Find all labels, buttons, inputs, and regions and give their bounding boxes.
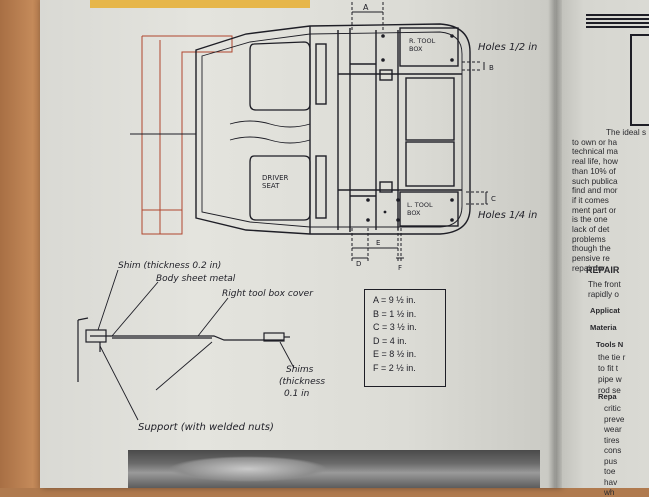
- body-sheet-metal-label: Body sheet metal: [156, 274, 236, 284]
- repai-line-6: toe: [604, 467, 616, 476]
- leader-lines: [97, 269, 295, 421]
- tools-line-0: the tie r: [598, 353, 626, 362]
- legend-row-e: E = 8 ½ in.: [373, 349, 417, 359]
- legend-row-c: C = 3 ½ in.: [373, 322, 417, 332]
- tools-label: Tools N: [596, 340, 624, 349]
- material-label: Materia: [590, 323, 617, 332]
- para-line-0: The ideal s: [606, 128, 647, 137]
- seats: [229, 41, 311, 221]
- tools-line-2: pipe w: [598, 375, 622, 384]
- shim-label: Shim (thickness 0.2 in): [118, 261, 221, 271]
- dimension-legend-box: A = 9 ½ in. B = 1 ½ in. C = 3 ½ in. D = …: [364, 289, 446, 387]
- legend-row-d: D = 4 in.: [373, 335, 407, 346]
- r-tool-box-line-2: BOX: [409, 45, 423, 53]
- right-page-header-bar: [586, 14, 649, 30]
- yellow-header-strip: [90, 0, 310, 8]
- right-page: [556, 0, 649, 488]
- repair-heading: REPAIR: [586, 265, 620, 275]
- dim-c-label: C: [491, 195, 496, 203]
- support-label: Support (with welded nuts): [138, 422, 274, 433]
- para-line-9: is the one: [572, 215, 608, 225]
- para-line-6: find and mor: [572, 186, 618, 196]
- legend-row-a: A = 9 ½ in.: [373, 295, 416, 305]
- para-line-10: lack of det: [572, 225, 610, 234]
- repai-line-3: tires: [604, 435, 620, 445]
- shims-label-3: 0.1 in: [284, 389, 310, 399]
- para-line-11: problems: [572, 234, 606, 244]
- para-line-14: repair for: [572, 263, 605, 273]
- repai-line-5: pus: [604, 456, 618, 466]
- shims-label-2: (thickness: [279, 377, 325, 387]
- para-line-8: ment part or: [572, 205, 617, 215]
- page-fold: [548, 0, 562, 488]
- driver-seat-line: DRIVER: [262, 174, 289, 182]
- bolt-holes: [366, 34, 454, 222]
- left-page: [40, 0, 560, 488]
- para-line-13: pensive re: [572, 254, 610, 264]
- repai-label: Repa: [598, 392, 617, 401]
- para-line-3: real life, how: [572, 157, 618, 167]
- cross-section-drawing: [77, 317, 290, 382]
- body-outline-red: [141, 35, 233, 235]
- bottom-photo: [128, 450, 540, 488]
- tools-line-1: to fit t: [598, 364, 619, 373]
- dim-d-label: D: [356, 260, 361, 268]
- dimension-arrows: [352, 11, 487, 259]
- repai-line-7: hav: [604, 477, 618, 487]
- repair-line-2: rapidly o: [588, 290, 619, 299]
- para-line-2: technical ma: [572, 147, 618, 157]
- legend-row-b: B = 1 ½ in.: [373, 308, 417, 319]
- dim-f-label: F: [398, 264, 402, 272]
- dim-a-label: A: [363, 3, 369, 12]
- repair-line-1: The front: [588, 280, 621, 289]
- r-tool-box-line: R. TOOL: [409, 37, 436, 45]
- repai-line-0: critic: [604, 404, 621, 413]
- repai-line-1: preve: [604, 414, 625, 424]
- para-line-7: if it comes: [572, 195, 609, 205]
- dim-e-label: E: [376, 239, 380, 247]
- dim-b-label: B: [489, 64, 494, 72]
- para-line-1: to own or ha: [572, 137, 618, 147]
- tools-line-3: rod se: [598, 386, 621, 395]
- right-page-figure-box: [630, 34, 649, 126]
- legend-row-f: F = 2 ½ in.: [373, 362, 416, 373]
- repai-line-2: wear: [604, 425, 622, 434]
- l-tool-box-line-2: BOX: [407, 209, 421, 217]
- shims-label-1: Shims: [286, 365, 314, 375]
- floor-plan-outline: [130, 23, 471, 235]
- driver-seat-line-2: SEAT: [262, 182, 280, 190]
- para-line-4: than 10% of: [572, 166, 616, 176]
- para-line-12: though the: [572, 244, 611, 254]
- para-line-5: such publica: [572, 176, 618, 186]
- repai-line-4: cons: [604, 446, 622, 455]
- applicat-label: Applicat: [590, 306, 620, 315]
- l-tool-box-line: L. TOOL: [407, 201, 433, 209]
- dimension-lines: [351, 2, 488, 262]
- repai-line-8: wh: [604, 488, 615, 497]
- right-tool-box-cover-label: Right tool box cover: [222, 289, 314, 299]
- holes-bottom-label: Holes 1/4 in: [478, 210, 537, 221]
- holes-top-label: Holes 1/2 in: [478, 42, 537, 53]
